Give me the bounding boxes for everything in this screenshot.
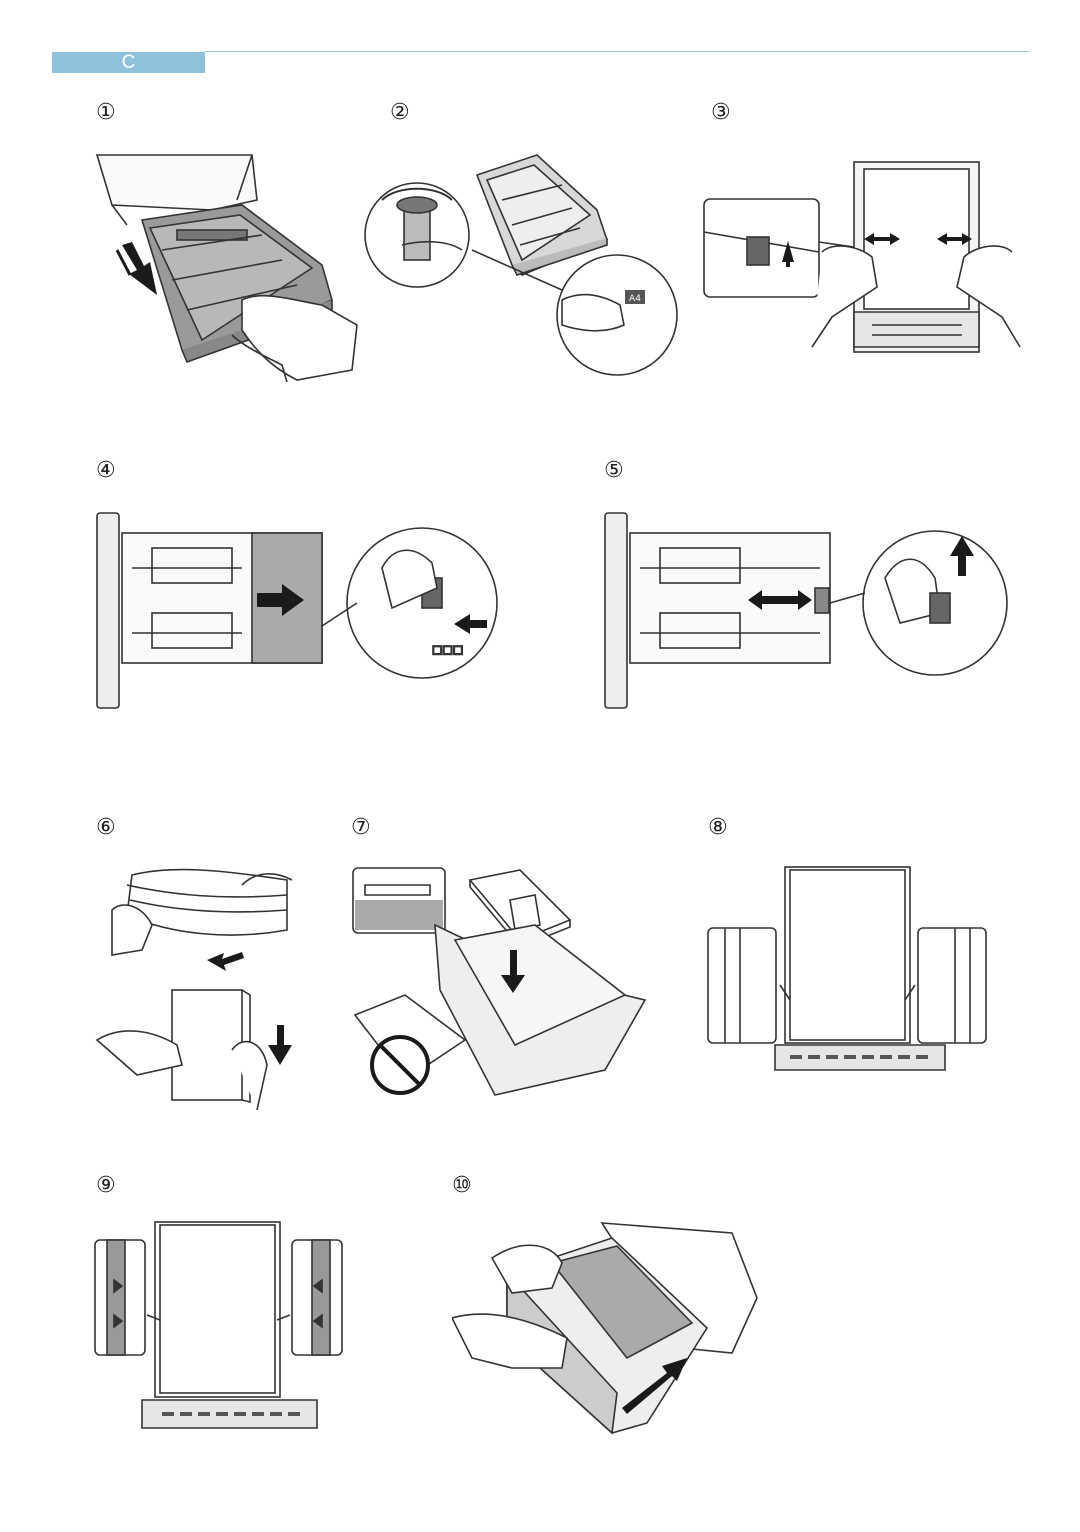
figure-step-2-size-dial: A4 [362, 150, 682, 380]
figure-step-6-fan-paper [92, 860, 322, 1125]
svg-text:□□□: □□□ [432, 643, 463, 656]
figure-step-8-guides-aligned [705, 865, 990, 1075]
step-number-6: ⑥ [96, 815, 116, 840]
section-letter: C [121, 52, 136, 73]
step-number-4: ④ [96, 458, 116, 483]
step-number-5: ⑤ [604, 458, 624, 483]
step-number-9: ⑨ [96, 1173, 116, 1198]
step-number-10: ⑩ [452, 1173, 472, 1198]
figure-step-10-insert-tray [452, 1218, 762, 1438]
double-arrow-icon [782, 233, 972, 267]
figure-step-7-load-paper [345, 865, 660, 1100]
prohibited-icon [370, 1035, 430, 1095]
step-number-7: ⑦ [351, 815, 371, 840]
arrow-icon [207, 952, 292, 1065]
section-tab: C [52, 52, 205, 73]
step-number-8: ⑧ [708, 815, 728, 840]
arrow-icon [501, 950, 525, 993]
figure-step-4-length-guide: □□□ [92, 508, 512, 713]
step-number-2: ② [390, 100, 410, 125]
figure-step-3-guides [702, 157, 1027, 362]
header-rule [205, 51, 1029, 52]
a4-label: A4 [625, 290, 645, 304]
step-number-1: ① [96, 100, 116, 125]
arrow-icon [622, 1358, 687, 1414]
figure-step-9-limit-marks [92, 1220, 347, 1435]
arrow-icon [115, 242, 157, 295]
arrow-icon [257, 584, 487, 634]
figure-step-5-lift-guide [600, 508, 1020, 713]
double-arrow-icon [748, 536, 974, 610]
step-number-3: ③ [711, 100, 731, 125]
figure-step-1-pull-tray [92, 150, 372, 385]
svg-text:A4: A4 [629, 294, 641, 304]
